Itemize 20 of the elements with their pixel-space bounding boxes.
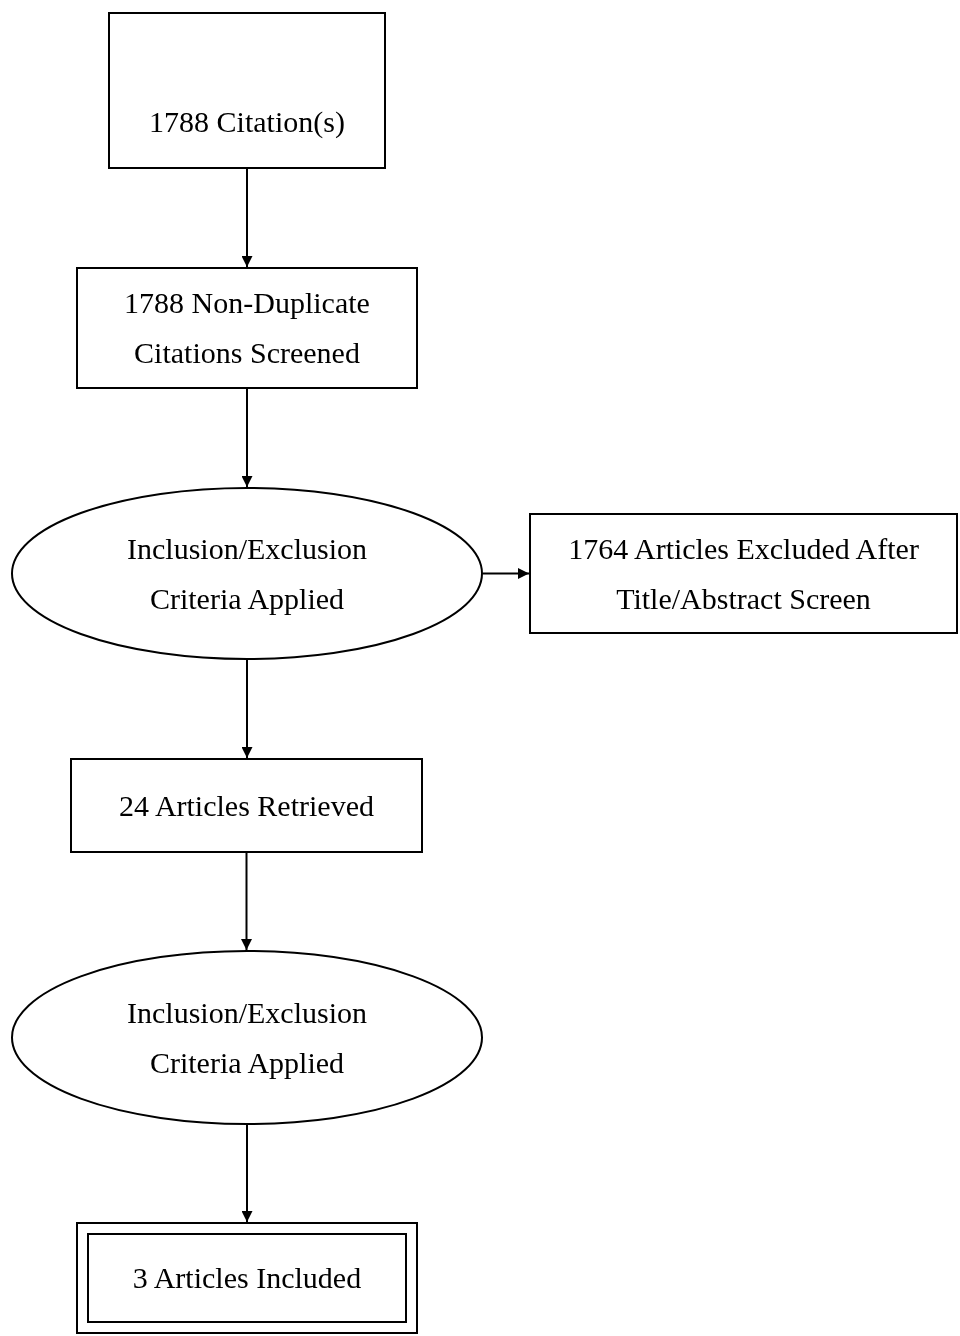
node-label: Inclusion/Exclusion Criteria Applied — [126, 994, 368, 1081]
node-label: 24 Articles Retrieved — [118, 787, 375, 824]
process-box — [70, 758, 423, 853]
decision-ellipse — [11, 950, 483, 1125]
process-box — [529, 513, 958, 634]
node-label: 1788 Non-Duplicate Citations Screened — [123, 285, 371, 371]
arrow — [482, 568, 530, 579]
arrow — [241, 1124, 253, 1223]
arrow — [241, 852, 252, 951]
node-label: 1764 Articles Excluded After Title/Abstract Screen — [567, 530, 920, 617]
process-box — [76, 267, 418, 389]
arrow — [241, 659, 253, 759]
end-box — [76, 1222, 418, 1334]
process-box — [108, 12, 386, 169]
decision-ellipse — [11, 487, 483, 660]
node-label: Inclusion/Exclusion Criteria Applied — [126, 530, 368, 617]
arrow — [241, 388, 253, 488]
node-label: 3 Articles Included — [131, 1260, 363, 1296]
arrow — [241, 168, 253, 268]
node-label: 1788 Citation(s) — [148, 104, 346, 140]
